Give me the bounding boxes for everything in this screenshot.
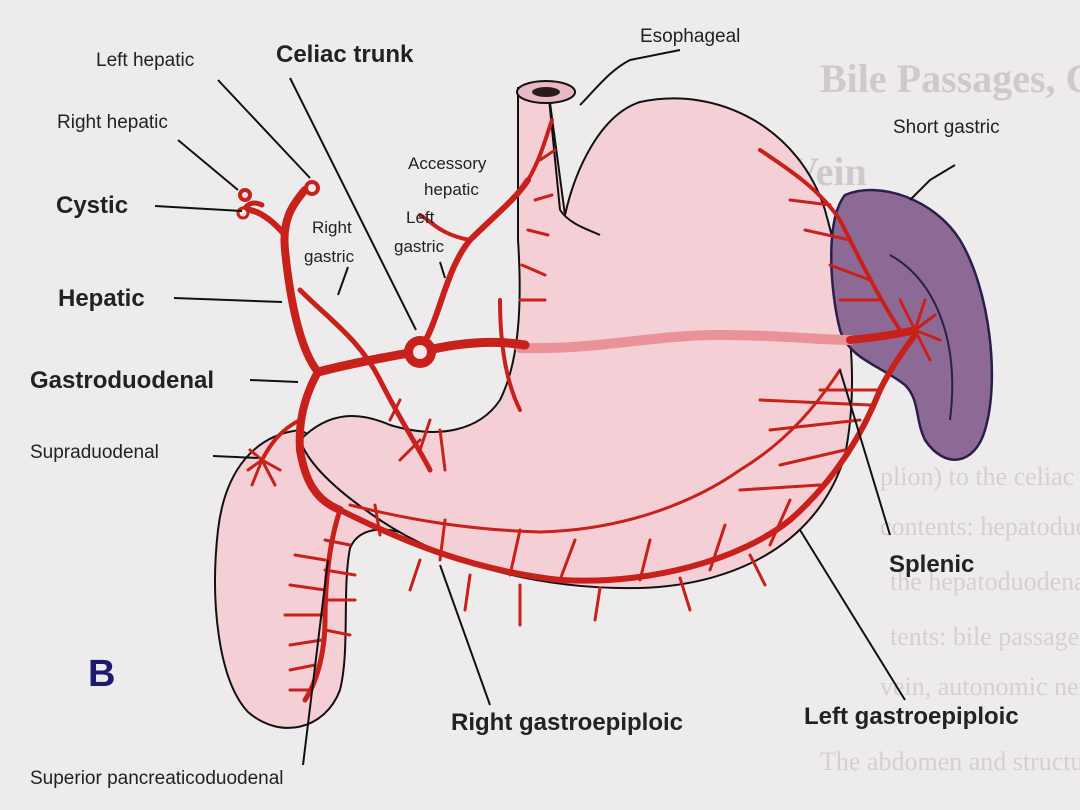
background-line-5: vein, autonomic nerves, and lymphatics. [880,672,1080,701]
label-right-hepatic: Right hepatic [57,112,168,133]
gastroduodenal-artery [295,368,344,514]
label-right-gastric-2: gastric [304,247,355,266]
label-left-gastric-1: Left [406,208,435,227]
label-superior-pancreaticoduodenal: Superior pancreaticoduodenal [30,768,284,789]
short-gastric-arteries [758,148,902,332]
background-line-3: the hepatoduodenal ligament with its con… [890,567,1080,596]
background-line-2: contents: hepatoduodenal ligament with i… [880,512,1080,541]
label-esophageal: Esophageal [640,26,740,47]
label-celiac-trunk: Celiac trunk [276,41,414,68]
left-gastric-artery [417,177,531,353]
proper-hepatic-artery [280,186,322,376]
label-gastroduodenal: Gastroduodenal [30,367,214,394]
background-heading-1: Bile Passages, Celiac Trunk, [820,56,1080,101]
panel-letter: B [88,653,115,695]
label-supraduodenal: Supraduodenal [30,442,159,463]
leader-lines [154,49,956,766]
background-text: Bile Passages, Celiac Trunk, and Portal … [600,56,1080,776]
arteries [236,118,942,703]
label-splenic: Splenic [889,551,974,578]
label-left-gastroepiploic: Left gastroepiploic [804,703,1019,730]
background-line-1: plion) to the celiac arteries, gastroduo… [880,462,1080,491]
background-line-6: The abdomen and structures of the bil [820,747,1080,776]
label-short-gastric: Short gastric [893,117,1000,138]
superior-pancreaticoduodenal-artery [302,507,343,703]
label-right-gastroepiploic: Right gastroepiploic [451,709,683,736]
label-cystic: Cystic [56,192,128,219]
label-right-gastric-1: Right [312,218,352,237]
accessory-hepatic-artery [418,213,472,242]
label-accessory-hepatic-2: hepatic [424,180,479,199]
label-left-hepatic: Left hepatic [96,50,194,71]
label-accessory-hepatic-1: Accessory [408,154,487,173]
splenic-artery-behind-stomach [515,329,855,354]
background-line-4: tents: bile passages, hepatic arteries, … [890,622,1080,651]
right-gastric-artery [297,287,433,473]
label-hepatic: Hepatic [58,285,145,312]
label-left-gastric-2: gastric [394,237,445,256]
